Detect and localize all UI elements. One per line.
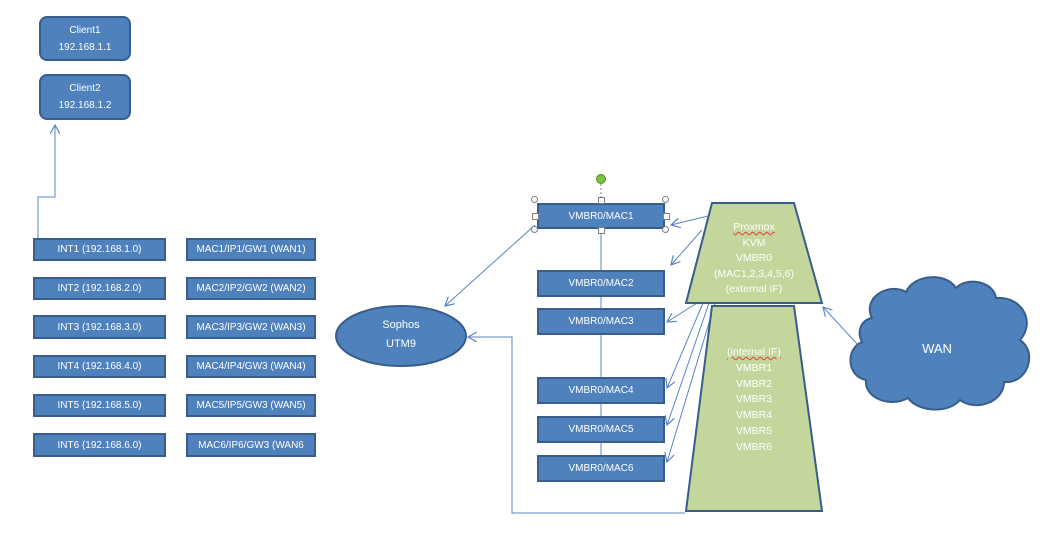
internal-line: VMBR4 [735,409,773,422]
wan-label: MAC1/IP1/GW1 (WAN1) [196,244,306,255]
vmbr-label: VMBR0/MAC6 [568,463,634,474]
sophos-label: Sophos UTM9 [351,316,451,354]
int-box-3[interactable]: INT3 (192.168.3.0) [33,315,166,339]
int-label: INT6 (192.168.6.0) [57,439,142,451]
int-label: INT1 (192.168.1.0) [57,244,142,255]
wan-label: MAC4/IP4/GW3 (WAN4) [196,361,306,372]
proxmox-label: Proxmox KVM VMBR0 (MAC1,2,3,4,5,6) (exte… [704,220,804,298]
selection-handle-tr[interactable] [662,196,669,203]
vmbr-label: VMBR0/MAC1 [568,210,634,222]
internal-if-label: (internal IF) VMBR1 VMBR2 VMBR3 VMBR4 VM… [704,345,804,456]
wan-box-6[interactable]: MAC6/IP6/GW3 (WAN6 [186,433,316,457]
client2-ip: 192.168.1.2 [58,100,112,111]
wan-cloud[interactable] [849,276,1031,411]
proxmox-line: KVM [742,236,766,249]
wan-label: MAC3/IP3/GW2 (WAN3) [196,321,306,333]
client1-ip: 192.168.1.1 [58,41,112,53]
wan-label: MAC5/IP5/GW3 (WAN5) [196,400,306,411]
vmbr-label: VMBR0/MAC3 [568,316,634,327]
proxmox-line: VMBR0 [735,252,773,264]
vmbr-box-4[interactable]: VMBR0/MAC4 [537,377,665,404]
proxmox-title: Proxmox [733,221,775,233]
proxmox-to-mac1-arrow [671,214,713,225]
int-label: INT4 (192.168.4.0) [57,361,142,372]
vmbr-label: VMBR0/MAC5 [568,424,634,435]
internal-to-sophos-connector [468,337,685,514]
vmbr-box-1[interactable]: VMBR0/MAC1 [537,203,665,229]
wan-label: MAC6/IP6/GW3 (WAN6 [198,439,304,451]
wan-box-4[interactable]: MAC4/IP4/GW3 (WAN4) [186,355,316,378]
sophos-line1: Sophos [382,319,420,331]
selection-handle-ml[interactable] [532,213,539,220]
int-box-2[interactable]: INT2 (192.168.2.0) [33,277,166,300]
selection-handle-tl[interactable] [531,196,538,203]
int-label: INT5 (192.168.5.0) [57,400,142,411]
wan-box-3[interactable]: MAC3/IP3/GW2 (WAN3) [186,315,316,339]
vmbr-box-5[interactable]: VMBR0/MAC5 [537,416,665,443]
wan-label: MAC2/IP2/GW2 (WAN2) [196,283,306,294]
proxmox-to-mac4-arrow [667,302,704,388]
internal-title: (internal IF) [727,346,781,358]
vmbr-box-3[interactable]: VMBR0/MAC3 [537,308,665,335]
wan-box-5[interactable]: MAC5/IP5/GW3 (WAN5) [186,394,316,417]
proxmox-to-mac5-arrow [667,302,710,425]
int-box-5[interactable]: INT5 (192.168.5.0) [33,394,166,417]
internal-line: VMBR3 [735,393,773,406]
wan-box-2[interactable]: MAC2/IP2/GW2 (WAN2) [186,277,316,300]
proxmox-line: (MAC1,2,3,4,5,6) [714,267,794,280]
int-box-6[interactable]: INT6 (192.168.6.0) [33,433,166,457]
wan-to-proxmox-arrow [823,307,859,346]
internal-line: VMBR5 [735,424,773,437]
int1-to-client2-connector [37,125,55,238]
selection-handle-bc[interactable] [598,227,605,234]
client2-name: Client2 [69,83,101,94]
mac1-to-sophos-arrow [445,224,536,306]
int-label: INT3 (192.168.3.0) [57,321,142,333]
proxmox-trapezoid[interactable] [684,202,824,304]
selection-handle-br[interactable] [662,226,669,233]
selection-handle-mr[interactable] [663,213,670,220]
proxmox-line: (external IF) [725,283,783,295]
proxmox-to-mac3-arrow [667,302,698,322]
client1-box[interactable]: Client1 192.168.1.1 [39,16,131,61]
internal-line: VMBR6 [735,440,773,453]
vmbr-box-6[interactable]: VMBR0/MAC6 [537,455,665,482]
selection-handle-tc[interactable] [598,197,605,204]
sophos-ellipse[interactable] [335,305,467,367]
wan-box-1[interactable]: MAC1/IP1/GW1 (WAN1) [186,238,316,261]
client2-box[interactable]: Client2 192.168.1.2 [39,74,131,120]
wan-cloud-label: WAN [922,341,952,356]
int-box-1[interactable]: INT1 (192.168.1.0) [33,238,166,261]
sophos-line2: UTM9 [386,338,416,350]
internal-if-trapezoid[interactable] [684,305,824,512]
int-label: INT2 (192.168.2.0) [57,283,142,294]
internal-line: VMBR1 [735,361,773,374]
internal-line: VMBR2 [735,377,773,390]
vmbr-label: VMBR0/MAC2 [568,278,634,289]
client1-name: Client1 [69,24,101,36]
int-box-4[interactable]: INT4 (192.168.4.0) [33,355,166,378]
proxmox-to-mac2-arrow [671,229,703,265]
rotate-handle[interactable] [596,174,606,184]
proxmox-to-mac6-arrow [667,302,716,462]
selection-handle-bl[interactable] [531,226,538,233]
vmbr-label: VMBR0/MAC4 [568,385,634,396]
vmbr-box-2[interactable]: VMBR0/MAC2 [537,270,665,297]
